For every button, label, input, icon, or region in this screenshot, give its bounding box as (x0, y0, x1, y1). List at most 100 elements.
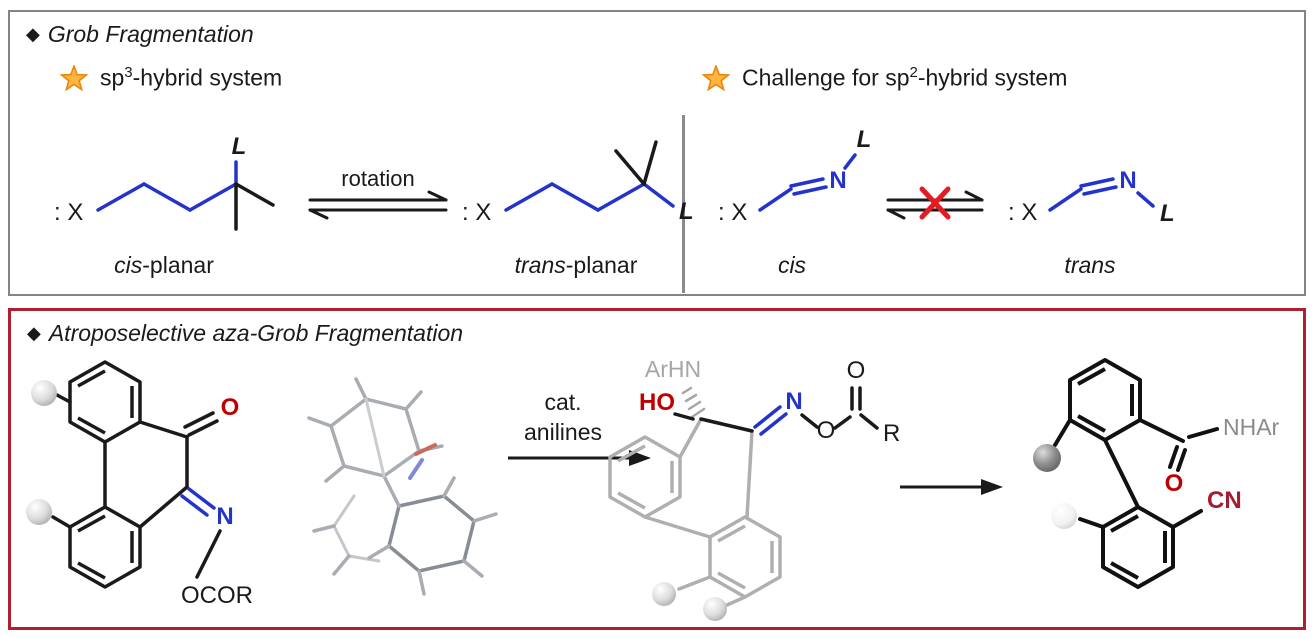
benzene-ring (68, 505, 142, 589)
imine-nitrogen-label: N (829, 167, 846, 194)
benzene-ring (608, 435, 682, 519)
oxime-nitrogen-label: N (785, 388, 802, 415)
model-nitrogen-bond (408, 458, 424, 480)
diamond-bullet: ◆ (26, 24, 40, 44)
imine-bonds (758, 153, 857, 212)
substituent-sphere (652, 582, 676, 606)
red-cross-icon (919, 186, 951, 220)
heading-prefix: Challenge for sp (742, 64, 910, 91)
cis-caption: cis (777, 252, 807, 278)
oxime-double-bond (180, 487, 216, 517)
carbonyl-double-bond (183, 411, 219, 437)
bottom-panel-title: ◆ Atroposelective aza-Grob Fragmentation (27, 320, 463, 347)
backbone-bonds (504, 182, 675, 212)
caption-rest-part: -planar (142, 252, 214, 278)
ocor-label: OCOR (181, 582, 253, 609)
reaction-arrow-1: cat. anilines (508, 389, 651, 466)
oxime-nitrogen-label: N (216, 503, 233, 530)
catalyst-label: cat. (544, 389, 581, 415)
substituent-sphere (703, 597, 727, 621)
benzene-ring (68, 360, 142, 444)
substituent-sphere (31, 380, 57, 406)
nitrile-label: CN (1207, 487, 1242, 514)
leaving-group-label: L (857, 126, 872, 153)
core-bonds (673, 386, 879, 433)
arrowhead (981, 479, 1003, 495)
product-structure: O NHAr CN (1033, 358, 1280, 589)
grob-scheme-canvas: : X L rotation : X (54, 126, 1175, 231)
sp3-heading-text: sp3-hybrid system (100, 64, 282, 92)
sp2-heading-text: Challenge for sp2-hybrid system (742, 64, 1067, 92)
model-bond-stubs (307, 377, 498, 596)
amide-double-bond (1168, 445, 1187, 472)
intermediate-structure: ArHN HO N O O R (608, 356, 900, 621)
diamond-bullet: ◆ (27, 323, 41, 343)
carbonyl-oxygen-label: O (847, 357, 866, 384)
skeleton-bonds (1053, 418, 1219, 529)
x-nucleophile-label: : X (462, 199, 491, 226)
reaction-arrow-2 (900, 479, 1003, 495)
trans-planar-structure: : X L (462, 140, 694, 226)
substituent-sphere-light (1051, 503, 1077, 529)
benzene-ring (1101, 505, 1175, 589)
model-ring-partial (332, 494, 381, 563)
heading-superscript: 2 (909, 64, 918, 81)
leaving-group-label: L (1160, 200, 1175, 227)
bottom-panel-title-text: Atroposelective aza-Grob Fragmentation (48, 320, 464, 346)
leaving-group-label: L (679, 198, 694, 225)
equilibrium-arrows (308, 190, 448, 220)
reagent-label: anilines (524, 419, 602, 445)
carbonyl-oxygen-label: O (221, 394, 240, 421)
aza-grob-panel: ◆ Atroposelective aza-Grob Fragmentation (8, 308, 1306, 630)
arrowhead (629, 450, 651, 466)
top-panel-title: ◆ Grob Fragmentation (26, 21, 254, 48)
cis-planar-caption: cis-planar (114, 252, 214, 279)
benzene-ring (708, 515, 782, 599)
heading-superscript: 3 (124, 64, 133, 81)
star-icon (60, 64, 88, 91)
caption-italic-part: trans (514, 252, 566, 278)
blocked-equilibrium (886, 186, 984, 220)
star-icon (702, 64, 730, 91)
x-nucleophile-label: : X (1008, 199, 1037, 226)
trans-imine-structure: : X N L (1008, 167, 1175, 227)
skeleton-bonds (51, 393, 222, 579)
oxime-double-bond (753, 405, 788, 436)
caption-rest-part: -planar (565, 252, 638, 278)
top-panel-title-text: Grob Fragmentation (47, 21, 254, 47)
rotation-equilibrium: rotation (308, 166, 448, 220)
substrate-structure: O N OCOR (26, 360, 253, 609)
trans-caption: trans (1064, 252, 1116, 278)
leaving-group-label: L (232, 133, 247, 160)
cis-planar-structure: : X L (54, 133, 275, 231)
sp3-heading: sp3-hybrid system (60, 64, 282, 92)
substituent-sphere (26, 499, 52, 525)
methyl-bonds (234, 182, 275, 231)
imine-nitrogen-label: N (1119, 167, 1136, 194)
x-nucleophile-label: : X (718, 199, 747, 226)
heading-suffix: -hybrid system (132, 64, 283, 91)
vertical-divider (682, 115, 685, 293)
hydroxyl-label: HO (639, 389, 675, 416)
grob-fragmentation-panel: ◆Grob Fragmentation sp3-hybrid system Ch… (8, 10, 1306, 296)
caption-italic-part: cis (114, 252, 143, 278)
aza-grob-scheme-canvas: O N OCOR (26, 356, 1280, 621)
heading-suffix: -hybrid system (917, 64, 1068, 91)
rotation-label: rotation (341, 166, 414, 191)
ester-oxygen-label: O (817, 417, 836, 444)
methyl-bonds (614, 140, 658, 186)
sp2-challenge-heading: Challenge for sp2-hybrid system (702, 64, 1067, 92)
gray-skeleton-bonds (643, 417, 754, 607)
model-oxygen-bond (414, 443, 437, 456)
amide-oxygen-label: O (1165, 470, 1184, 497)
benzene-ring (1068, 358, 1142, 442)
amide-nh-label: NHAr (1223, 414, 1280, 440)
backbone-bonds (96, 160, 238, 212)
cis-imine-structure: : X N L (718, 126, 871, 226)
x-nucleophile-label: : X (54, 199, 83, 226)
heading-prefix: sp (100, 64, 125, 91)
hashed-wedge-bond (681, 386, 706, 419)
model-ring (387, 494, 476, 573)
imine-bonds (1048, 177, 1155, 212)
arylamine-label: ArHN (645, 356, 701, 382)
